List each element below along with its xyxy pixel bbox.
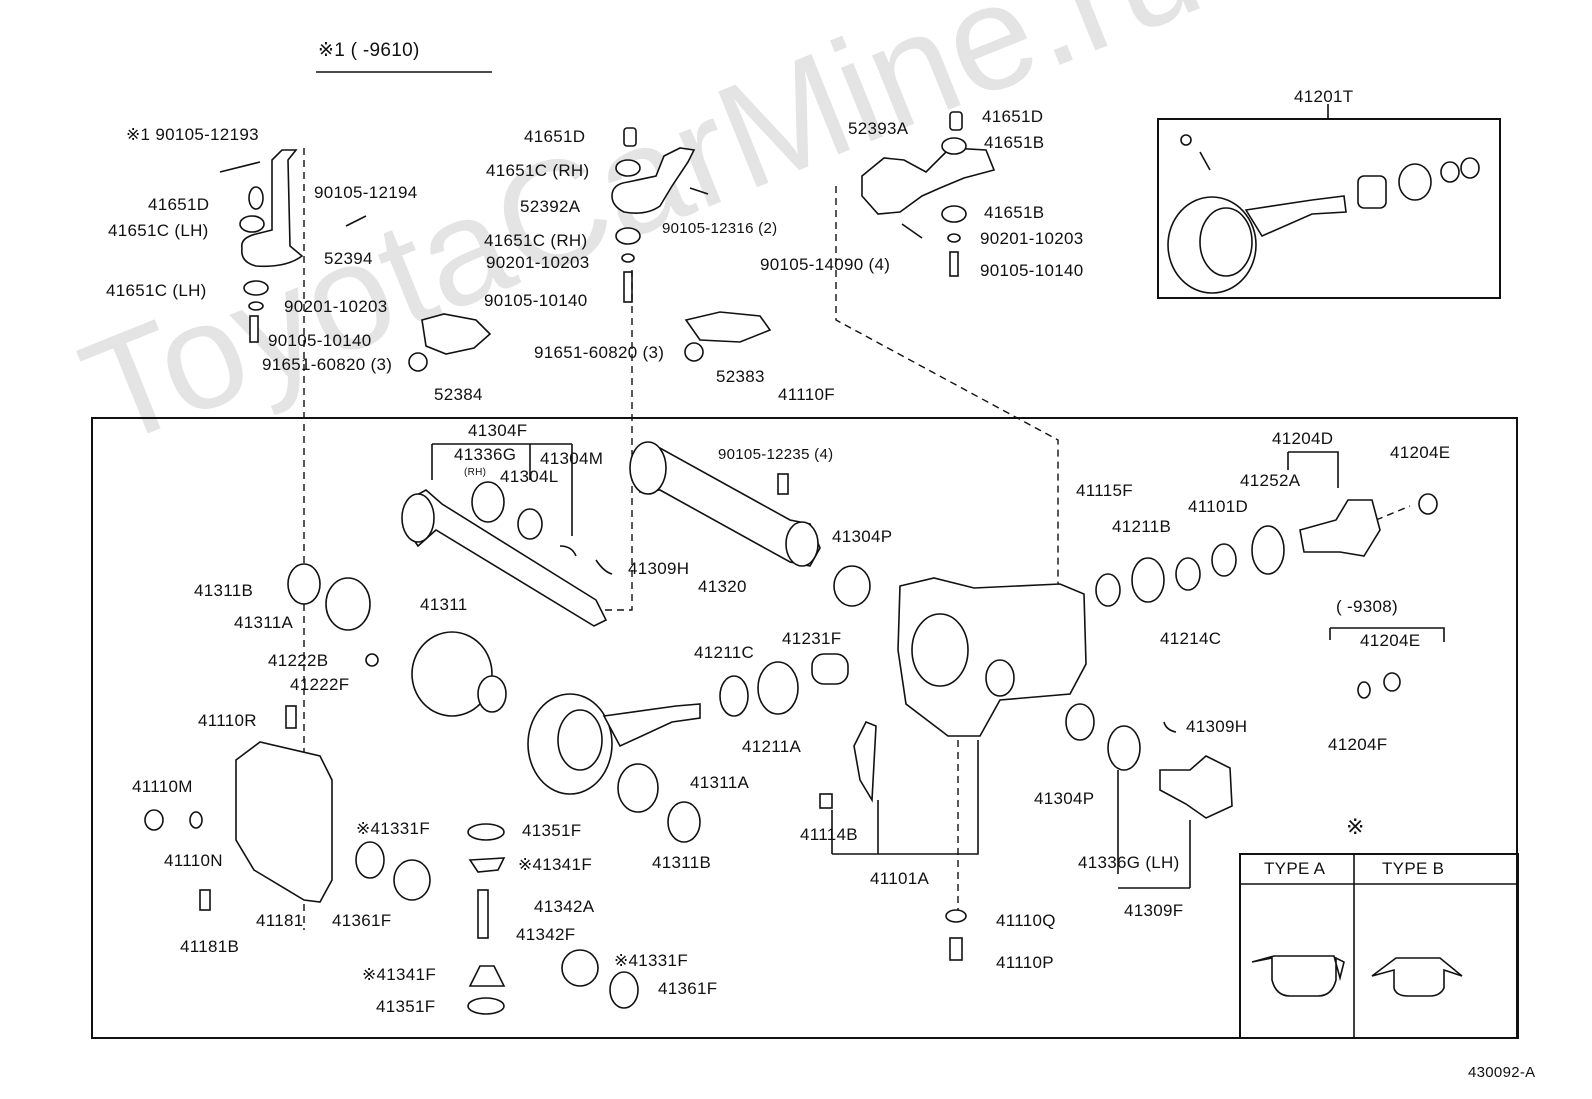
part-label: 90201-10203	[486, 253, 590, 272]
part-label: 41114B	[800, 825, 858, 844]
part-label: ※41331F	[356, 819, 431, 838]
part-label: 41361F	[332, 911, 392, 930]
part-label: 90105-12194	[314, 183, 418, 202]
part-label: 41110P	[996, 953, 1054, 972]
type-b-pinion-shape	[1371, 957, 1463, 997]
type-table-frame	[1239, 853, 1519, 1039]
part-label: 41651B	[984, 133, 1045, 152]
header-applicability-note: ※1 ( -9610)	[318, 40, 420, 61]
part-label: 41214C	[1160, 629, 1222, 648]
bracket-52394	[240, 149, 304, 268]
part-label: 90105-10140	[484, 291, 588, 310]
part-label: 41336G	[454, 445, 517, 464]
part-label: 90105-10140	[980, 261, 1084, 280]
part-label: 41222B	[268, 651, 329, 670]
part-label: 41651D	[982, 107, 1044, 126]
part-label: 41651C (LH)	[106, 281, 207, 300]
bracket-52392A	[611, 147, 696, 214]
part-label: 41231F	[782, 629, 842, 648]
part-label: 41204E	[1390, 443, 1451, 462]
part-label: 41351F	[376, 997, 436, 1016]
part-label: 41309H	[628, 559, 690, 578]
part-label: 41110F	[778, 385, 835, 404]
part-label: 41311B	[652, 853, 712, 872]
part-label: 41304P	[832, 527, 893, 546]
part-label: 41201T	[1294, 87, 1354, 106]
part-label: 52394	[324, 249, 373, 268]
part-label: 41311A	[234, 613, 294, 632]
part-label: 41311	[420, 595, 468, 614]
diff-cover-41181	[235, 741, 333, 903]
part-label: 41304P	[1034, 789, 1095, 808]
part-label: 90105-10140	[268, 331, 372, 350]
bracket-52393A	[861, 147, 996, 215]
part-label: 41204E	[1360, 631, 1421, 650]
part-label: 41101A	[870, 869, 930, 888]
part-label: 41204D	[1272, 429, 1334, 448]
part-label: 90201-10203	[980, 229, 1084, 248]
part-label: 41110N	[164, 851, 223, 870]
part-label: 52384	[434, 385, 483, 404]
main-assembly-frame	[91, 417, 1518, 1039]
part-label: 41351F	[522, 821, 582, 840]
part-label: 41651D	[148, 195, 210, 214]
part-label: 41304M	[540, 449, 604, 468]
part-label: 52393A	[848, 119, 909, 138]
part-label: 90105-14090 (4)	[760, 255, 891, 274]
part-label: ※41341F	[518, 855, 593, 874]
part-label: 91651-60820 (3)	[262, 355, 393, 374]
part-label: 41309H	[1186, 717, 1248, 736]
type-table-marker: ※	[1346, 814, 1365, 839]
part-label: 90201-10203	[284, 297, 388, 316]
part-label: 41651C (RH)	[486, 161, 590, 180]
part-label: 41252A	[1240, 471, 1301, 490]
part-label: 41211B	[1112, 517, 1172, 536]
part-label: 41110Q	[996, 911, 1056, 930]
type-a-pinion-shape	[1251, 955, 1345, 997]
part-label: 41651C (RH)	[484, 231, 588, 250]
part-label: ※41341F	[362, 965, 437, 984]
part-label: 41211A	[742, 737, 802, 756]
part-label: 41651D	[524, 127, 586, 146]
part-label: 41651C (LH)	[108, 221, 209, 240]
part-label: 41304L	[500, 467, 559, 486]
part-label: 91651-60820 (3)	[534, 343, 665, 362]
part-label: 41336G (LH)	[1078, 853, 1180, 872]
part-label: 41181B	[180, 937, 240, 956]
part-label: 41342F	[516, 925, 576, 944]
part-label: 41320	[698, 577, 747, 596]
type-b-label: TYPE B	[1382, 859, 1445, 878]
part-label: 41311B	[194, 581, 254, 600]
part-label: 41651B	[984, 203, 1045, 222]
differential-case-41311	[411, 631, 493, 717]
part-label: 41101D	[1188, 497, 1249, 516]
part-label: 41115F	[1076, 481, 1133, 500]
part-label: ※1 90105-12193	[126, 125, 259, 144]
part-label: 41342A	[534, 897, 595, 916]
diagram-code: 430092-A	[1468, 1064, 1536, 1081]
part-label: 41311A	[690, 773, 750, 792]
type-a-label: TYPE A	[1264, 859, 1326, 878]
part-label: ( -9308)	[1336, 597, 1398, 616]
part-label: 90105-12316 (2)	[662, 220, 778, 237]
part-label: 52383	[716, 367, 765, 386]
part-label: 41181	[256, 911, 304, 930]
part-label: 41304F	[468, 421, 528, 440]
part-label: 90105-12235 (4)	[718, 446, 834, 463]
part-label: 41110R	[198, 711, 257, 730]
part-label: 41211C	[694, 643, 755, 662]
ring-pinion-kit-frame	[1157, 118, 1501, 299]
part-label: 41204F	[1328, 735, 1388, 754]
part-label: 41222F	[290, 675, 350, 694]
part-label: ※41331F	[614, 951, 689, 970]
part-label: 52392A	[520, 197, 581, 216]
part-label: 41110M	[132, 777, 193, 796]
part-label: 41309F	[1124, 901, 1184, 920]
part-label: (RH)	[464, 467, 487, 478]
part-label: 41361F	[658, 979, 718, 998]
